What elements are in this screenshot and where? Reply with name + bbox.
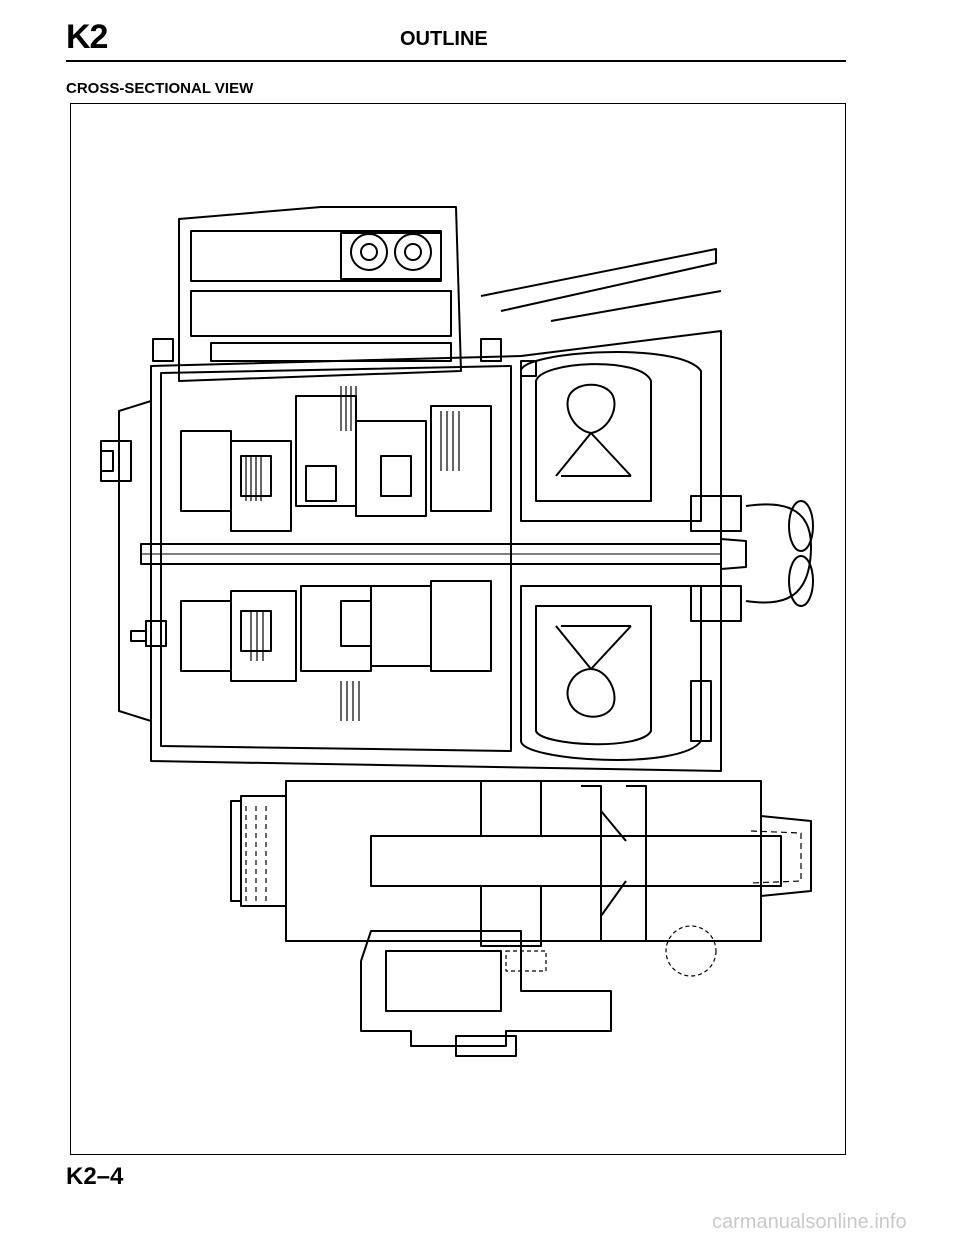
header-divider [66, 60, 846, 62]
site-watermark: carmanualsonline.info [712, 1211, 907, 1233]
cross-section-figure [70, 103, 846, 1155]
page-number: K2–4 [66, 1163, 124, 1190]
section-code: K2 [66, 18, 108, 56]
transaxle-drawing [100, 206, 814, 1057]
section-heading: CROSS-SECTIONAL VIEW [66, 80, 254, 97]
page-title: OUTLINE [400, 28, 488, 50]
